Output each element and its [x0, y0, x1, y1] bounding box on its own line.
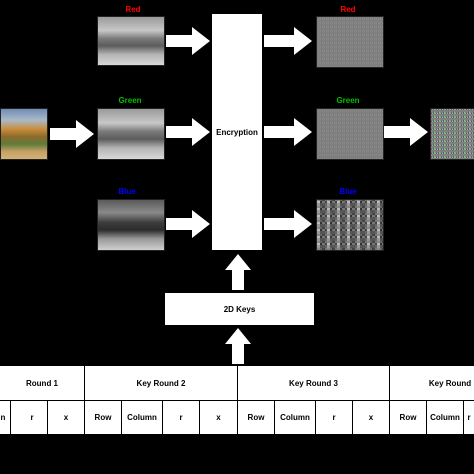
- table-divider: [426, 400, 427, 434]
- arrow-rounds-to-keys: [225, 328, 251, 364]
- red-channel-image: [97, 16, 165, 66]
- table-divider: [121, 400, 122, 434]
- encryption-block: Encryption: [212, 14, 262, 250]
- key-round-2-col-row: Row: [94, 413, 112, 422]
- table-divider: [10, 400, 11, 434]
- green-channel-image: [97, 108, 165, 160]
- arrow-keys-to-encryption: [225, 254, 251, 290]
- arrow-green-to-final: [384, 118, 428, 146]
- arrow-green-to-encryption: [166, 118, 210, 146]
- red-output-label: Red: [340, 5, 356, 14]
- key-round-2-col-x: x: [216, 413, 221, 422]
- key-round-4-header: Key Round: [428, 378, 472, 388]
- key-round-1-col-n: n: [0, 413, 6, 422]
- blue-encrypted-image: [316, 199, 384, 251]
- keys-label: 2D Keys: [223, 304, 256, 314]
- key-round-4-col-column: Column: [430, 413, 460, 422]
- table-divider: [47, 400, 48, 434]
- green-input-label: Green: [118, 96, 142, 105]
- key-round-1-header: Round 1: [26, 378, 58, 388]
- key-round-1-col-r: r: [30, 413, 34, 422]
- red-input-label: Red: [125, 5, 141, 14]
- table-divider: [274, 400, 275, 434]
- key-rounds-table: Round 1 Key Round 2 Key Round 3 Key Roun…: [0, 366, 474, 434]
- arrow-encryption-to-green: [264, 118, 312, 146]
- key-round-4-col-row: Row: [399, 413, 417, 422]
- table-divider: [315, 400, 316, 434]
- table-divider: [389, 366, 390, 434]
- table-divider: [199, 400, 200, 434]
- arrow-source-to-green: [50, 120, 94, 148]
- table-divider: [162, 400, 163, 434]
- key-round-2-col-column: Column: [127, 413, 157, 422]
- key-round-3-header: Key Round 3: [289, 378, 338, 388]
- keys-block: 2D Keys: [165, 293, 314, 325]
- blue-input-label: Blue: [118, 187, 136, 196]
- key-round-2-header: Key Round 2: [136, 378, 186, 388]
- table-divider: [463, 400, 464, 434]
- key-round-3-col-row: Row: [247, 413, 265, 422]
- green-encrypted-image: [316, 108, 384, 160]
- final-encrypted-image: [430, 108, 474, 160]
- key-round-3-col-x: x: [368, 413, 374, 422]
- key-round-2-col-r: r: [179, 413, 183, 422]
- key-round-3-col-r: r: [332, 413, 336, 422]
- arrow-encryption-to-blue: [264, 210, 312, 238]
- arrow-encryption-to-red: [264, 27, 312, 55]
- red-encrypted-image: [316, 16, 384, 68]
- green-output-label: Green: [336, 96, 360, 105]
- table-divider: [352, 400, 353, 434]
- encryption-label: Encryption: [216, 127, 258, 137]
- source-color-image: [0, 108, 48, 160]
- key-round-4-col-r: r: [467, 413, 471, 422]
- key-round-1-col-x: x: [63, 413, 69, 422]
- key-round-3-col-column: Column: [280, 413, 310, 422]
- arrow-red-to-encryption: [166, 27, 210, 55]
- arrow-blue-to-encryption: [166, 210, 210, 238]
- blue-channel-image: [97, 199, 165, 251]
- blue-output-label: Blue: [339, 187, 357, 196]
- table-divider: [84, 366, 85, 434]
- table-divider: [237, 366, 238, 434]
